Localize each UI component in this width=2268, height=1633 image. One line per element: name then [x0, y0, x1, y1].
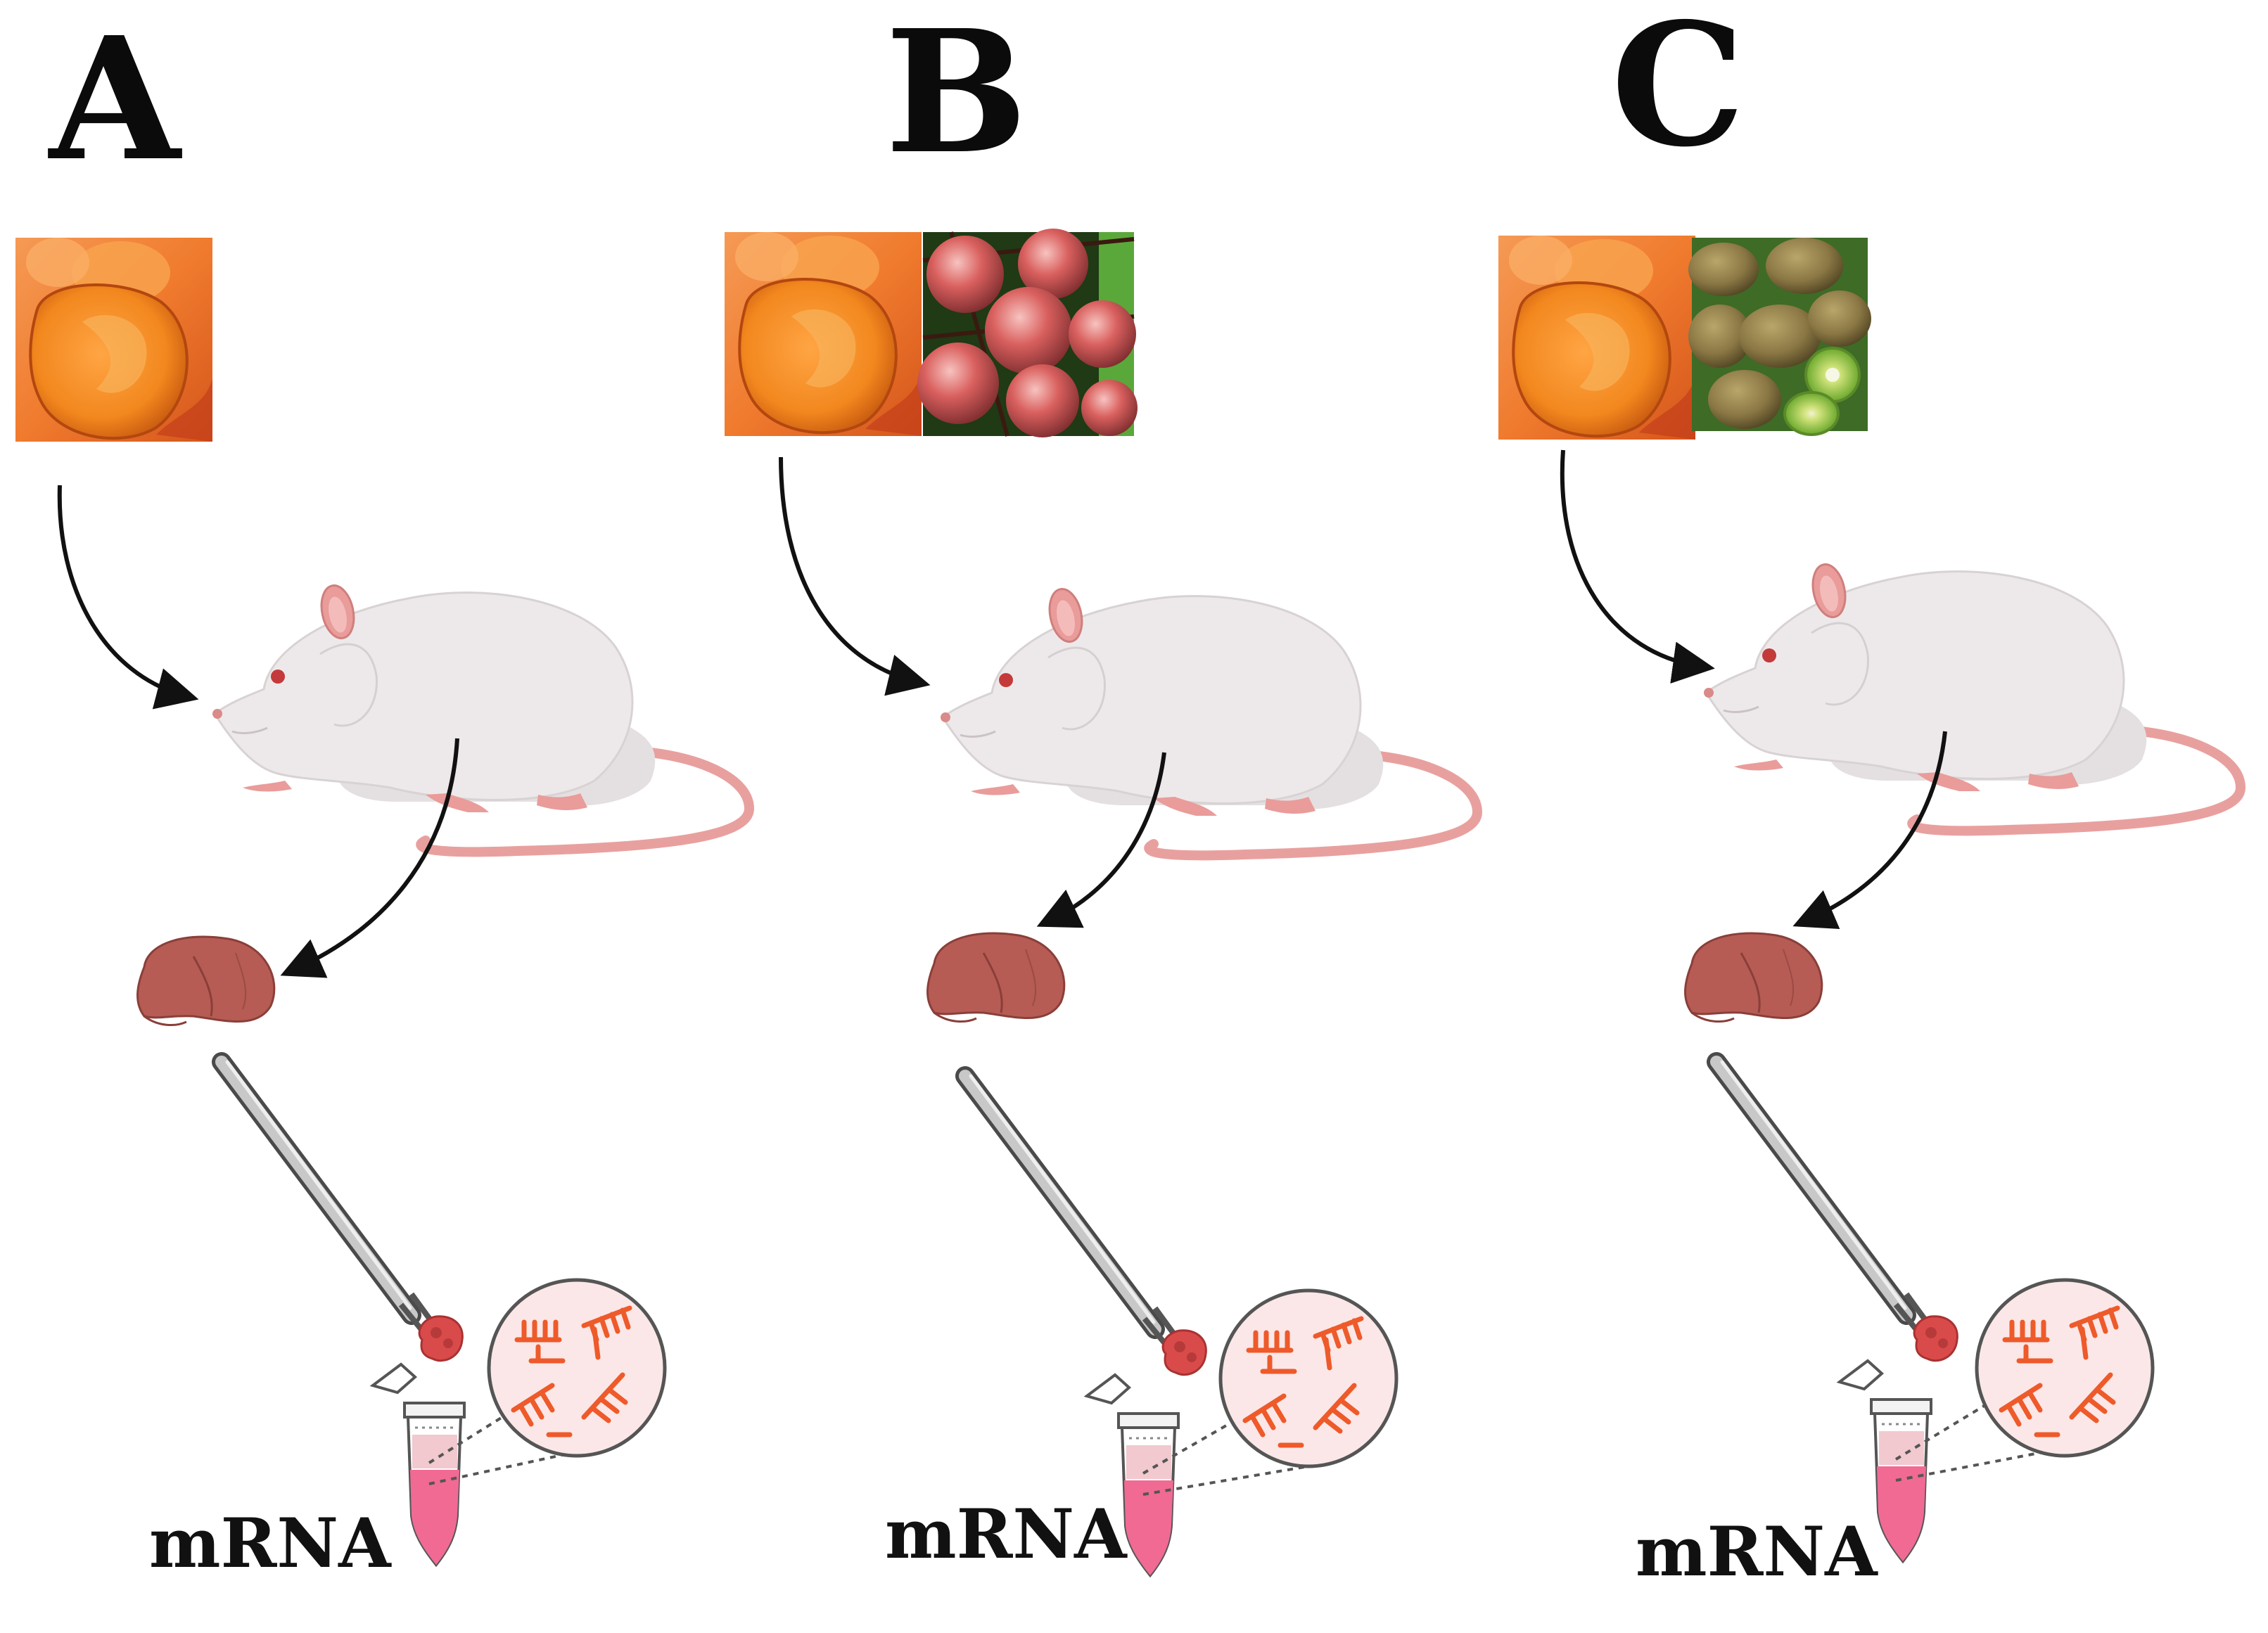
mrna-label: mRNA	[1636, 1512, 1878, 1592]
panel-b: B mRNA	[723, 0, 1477, 1577]
rat-icon	[212, 582, 749, 852]
arrow-to-rat	[57, 485, 199, 710]
forceps-icon	[965, 1076, 1206, 1375]
supplement-photo	[1497, 234, 1697, 441]
liver-icon	[136, 935, 276, 1027]
rna-zoom-icon	[489, 1280, 665, 1456]
panel-a: A mRNA	[14, 0, 749, 1583]
arrow-to-liver	[1792, 731, 1947, 930]
forceps-icon	[222, 1062, 462, 1361]
rna-zoom-icon	[1221, 1291, 1396, 1466]
arrow-to-rat	[1560, 449, 1715, 684]
kiwifruit-photo	[1687, 236, 1873, 436]
supplement-photo	[14, 236, 214, 443]
arrow-to-liver	[1036, 752, 1166, 928]
mrna-label: mRNA	[885, 1494, 1128, 1574]
liver-icon	[926, 932, 1066, 1023]
zoom-line	[1142, 1405, 1309, 1496]
panel-c: C mRNA	[1497, 0, 2241, 1592]
rat-icon	[941, 586, 1477, 855]
supplement-photo	[723, 231, 923, 437]
rna-zoom-icon	[1977, 1280, 2153, 1456]
red-kiwiberry-photo	[917, 229, 1138, 437]
arrow-to-rat	[779, 456, 931, 696]
mrna-label: mRNA	[149, 1504, 392, 1583]
panel-letter: B	[885, 0, 1028, 191]
rat-icon	[1704, 561, 2241, 831]
arrow-to-liver	[280, 738, 459, 978]
forceps-icon	[1716, 1062, 1957, 1361]
panel-letter: A	[48, 0, 182, 198]
liver-icon	[1684, 932, 1823, 1023]
panel-letter: C	[1611, 0, 1745, 184]
